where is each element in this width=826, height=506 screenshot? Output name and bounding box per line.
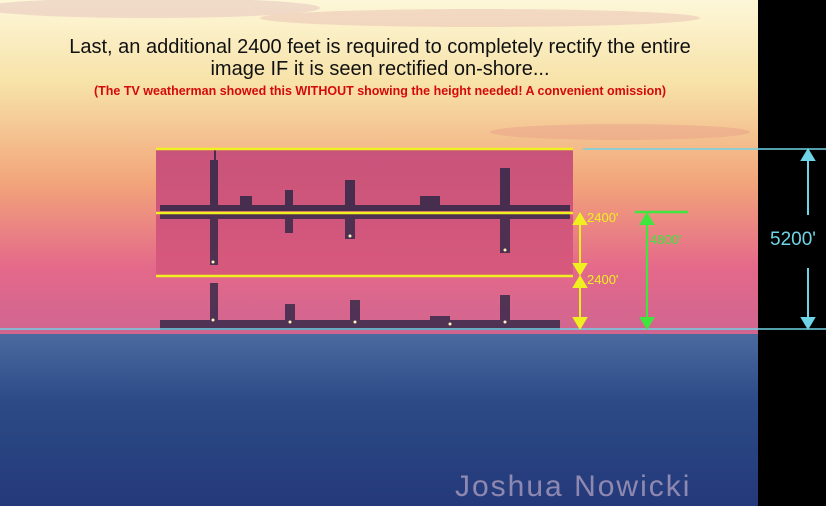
combined-height-label: 4800' <box>650 232 682 247</box>
upper-height-label: 2400' <box>587 210 619 225</box>
slide-subtitle: (The TV weatherman showed this WITHOUT s… <box>93 84 667 98</box>
skyline-lower <box>160 283 560 330</box>
yellow-arrow-upper <box>572 212 588 276</box>
cloud <box>490 124 750 140</box>
slide-title-line1: Last, an additional 2400 feet is require… <box>69 36 691 58</box>
slide-title-line2: image IF it is seen rectified on-shore..… <box>210 58 550 80</box>
total-height-label: 5200' <box>770 229 816 250</box>
sea <box>0 334 758 506</box>
skyline-middle <box>160 213 570 265</box>
lower-height-label: 2400' <box>587 272 619 287</box>
green-arrow <box>639 212 655 330</box>
cloud <box>260 9 700 27</box>
skyline-upper <box>160 150 570 211</box>
cloud <box>0 0 320 18</box>
yellow-arrow-lower <box>572 275 588 330</box>
black-side-bar <box>758 0 826 506</box>
cyan-arrow <box>800 148 816 330</box>
photographer-watermark: Joshua Nowicki <box>455 470 692 503</box>
skyline-lights <box>211 234 507 326</box>
